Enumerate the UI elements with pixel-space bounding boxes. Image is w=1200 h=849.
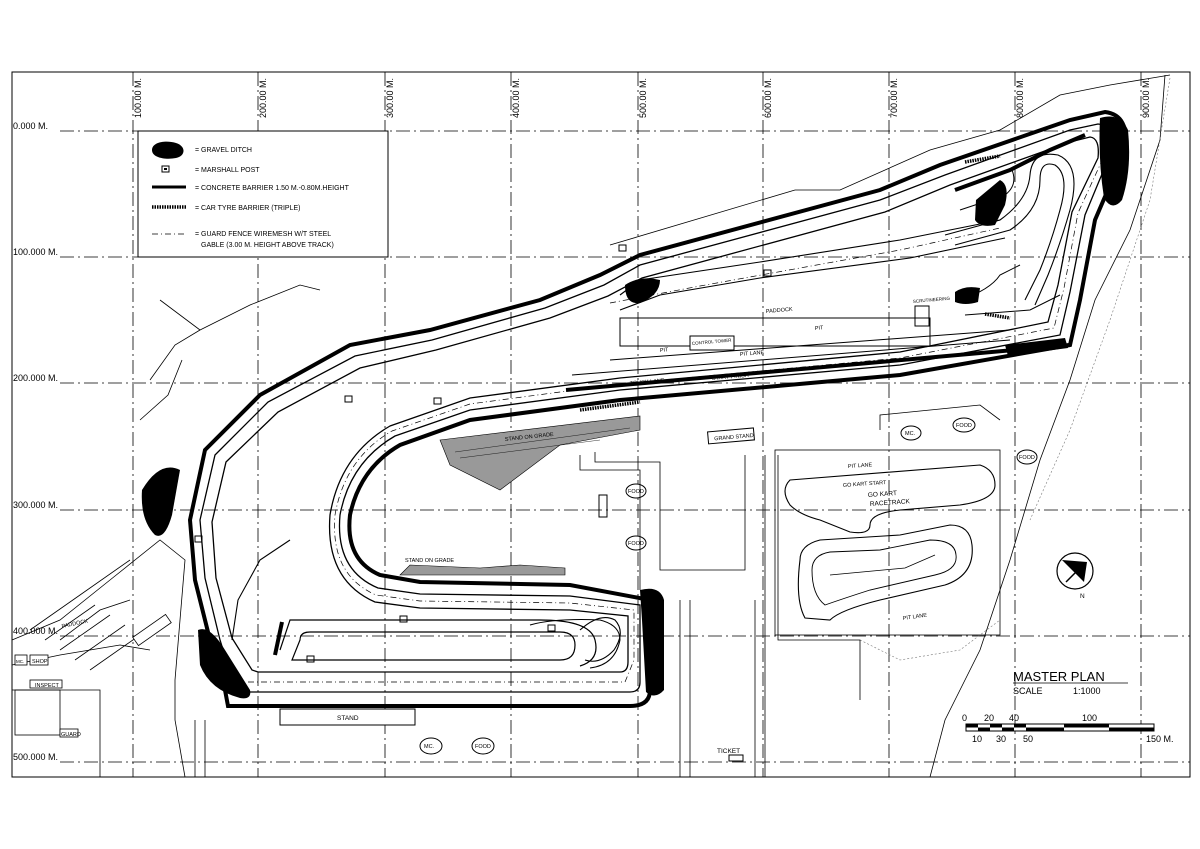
parking-area: PADDOCK SHOP MC. INSPECT GUARD bbox=[11, 539, 186, 778]
label-inspect: INSPECT bbox=[35, 683, 59, 689]
x-label-200: 200.00 M. bbox=[258, 78, 268, 118]
y-axis-labels: 0.000 M. 100.000 M. 200.000 M. 300.000 M… bbox=[13, 121, 58, 762]
scale-value: 1:1000 bbox=[1073, 686, 1101, 696]
label-pit-lane: PIT LANE bbox=[740, 350, 765, 358]
drawing-frame bbox=[11, 71, 1191, 778]
y-label-500: 500.000 M. bbox=[13, 752, 58, 762]
scale-bottom-30: 30 bbox=[996, 734, 1006, 744]
label-racetrack: RACETRACK bbox=[870, 498, 911, 508]
y-label-100: 100.000 M. bbox=[13, 247, 58, 257]
scale-top-40: 40 bbox=[1009, 713, 1019, 723]
gravel-ditch-5 bbox=[141, 467, 180, 536]
x-label-600: 600.00 M. bbox=[763, 78, 773, 118]
y-label-0: 0.000 M. bbox=[13, 121, 48, 131]
label-mc-left: MC. bbox=[16, 659, 24, 664]
tyre-barriers bbox=[146, 154, 1011, 531]
y-label-200: 200.000 M. bbox=[13, 373, 58, 383]
label-stand-on-grade-1: STAND ON GRADE bbox=[505, 432, 555, 443]
label-food-3: FOOD bbox=[628, 489, 644, 495]
label-ticket: TICKET bbox=[717, 748, 740, 755]
gravel-ditch-swatch bbox=[152, 141, 184, 159]
x-label-100: 100.00 M. bbox=[133, 78, 143, 118]
label-go-kart: GO KART bbox=[868, 490, 898, 499]
label-paddock-left: PADDOCK bbox=[61, 618, 89, 630]
gravel-ditch-4 bbox=[955, 287, 980, 304]
marshall-post-swatch bbox=[161, 165, 170, 173]
label-truck-lane: TRUCK LANE bbox=[630, 378, 666, 387]
roads bbox=[59, 404, 1001, 777]
gravel-ditch-1 bbox=[1099, 116, 1130, 206]
top-right-section bbox=[609, 133, 1086, 316]
title-block: MASTER PLAN SCALE 1:1000 bbox=[1013, 669, 1128, 696]
label-pit-1: PIT bbox=[815, 325, 825, 332]
label-control-tower: CONTROL TOWER bbox=[692, 337, 733, 346]
label-mc-1: MC. bbox=[905, 431, 916, 437]
gravel-ditch-3 bbox=[625, 278, 660, 304]
scale-top-100: 100 bbox=[1082, 713, 1097, 723]
x-axis-labels: 100.00 M. 200.00 M. 300.00 M. 400.00 M. … bbox=[133, 78, 1151, 118]
label-stand: STAND bbox=[337, 715, 359, 722]
north-label: N bbox=[1080, 593, 1085, 600]
legend-tyre-barrier: = CAR TYRE BARRIER (TRIPLE) bbox=[195, 205, 300, 212]
scale-label: SCALE bbox=[1013, 686, 1043, 696]
scale-bottom-150: 150 M. bbox=[1146, 734, 1174, 744]
label-stand-on-grade-2: STAND ON GRADE bbox=[405, 558, 454, 564]
legend-marshall-post: = MARSHALL POST bbox=[195, 167, 260, 174]
label-start-finish: START FINISH bbox=[712, 373, 749, 382]
x-label-400: 400.00 M. bbox=[511, 78, 521, 118]
label-paddock-top: PADDOCK bbox=[766, 307, 794, 315]
scale-top-0: 0 bbox=[962, 713, 967, 723]
label-grand-stand: GRAND STAND bbox=[714, 433, 754, 442]
legend-guard-fence-1: = GUARD FENCE WIREMESH W/T STEEL bbox=[195, 231, 331, 238]
legend-guard-fence-2: GABLE (3.00 M. HEIGHT ABOVE TRACK) bbox=[201, 242, 334, 249]
label-mc-2: MC. bbox=[424, 744, 435, 750]
scale-bottom-10: 10 bbox=[972, 734, 982, 744]
marshal-posts bbox=[194, 244, 772, 663]
scale-bottom-50: 50 bbox=[1023, 734, 1033, 744]
north-arrow: N bbox=[1056, 552, 1094, 600]
x-label-500: 500.00 M. bbox=[638, 78, 648, 118]
x-label-800: 800.00 M. bbox=[1015, 78, 1025, 118]
label-go-kart-pit-lane-2: PIT LANE bbox=[902, 613, 927, 622]
scale-top-20: 20 bbox=[984, 713, 994, 723]
pit-complex: PADDOCK PIT PIT PIT LANE CONTROL TOWER S… bbox=[565, 296, 1071, 392]
label-food-2: FOOD bbox=[1019, 455, 1035, 461]
site-boundary bbox=[139, 74, 1171, 778]
gravel-ditches bbox=[141, 116, 1130, 699]
legend-concrete-barrier: = CONCRETE BARRIER 1.50 M.-0.80M.HEIGHT bbox=[195, 185, 350, 192]
title: MASTER PLAN bbox=[1013, 669, 1105, 684]
stands: STAND ON GRADE STAND ON GRADE GRAND STAN… bbox=[279, 415, 755, 726]
go-kart-track: PIT LANE GO KART START GO KART RACETRACK… bbox=[774, 449, 1001, 636]
x-label-300: 300.00 M. bbox=[385, 78, 395, 118]
label-pit-2: PIT bbox=[660, 347, 670, 354]
label-guard: GUARD bbox=[61, 732, 81, 738]
label-food-1: FOOD bbox=[956, 423, 972, 429]
gravel-ditch-7 bbox=[640, 588, 664, 696]
label-scrutineering: SCRUTINEERING bbox=[913, 296, 951, 304]
legend: = GRAVEL DITCH = MARSHALL POST = CONCRET… bbox=[137, 130, 389, 258]
facilities: MC. FOOD FOOD FOOD FOOD MC. FOOD TICKET bbox=[419, 417, 1038, 762]
grand-stand-box bbox=[707, 427, 755, 445]
legend-gravel-ditch: = GRAVEL DITCH bbox=[195, 147, 252, 154]
label-shop: SHOP bbox=[32, 659, 48, 665]
label-food-5: FOOD bbox=[475, 744, 491, 750]
label-go-kart-start: GO KART START bbox=[843, 480, 888, 489]
y-label-400: 400.000 M. bbox=[13, 626, 58, 636]
x-label-700: 700.00 M. bbox=[889, 78, 899, 118]
scale-bar: 0 20 40 100 10 30 50 150 M. bbox=[962, 713, 1174, 744]
gravel-ditch-2 bbox=[975, 180, 1007, 226]
gravel-ditch-6 bbox=[198, 629, 251, 699]
grid-horizontal bbox=[60, 130, 1190, 763]
label-go-kart-pit-lane-1: PIT LANE bbox=[848, 462, 873, 470]
main-stand-box bbox=[279, 708, 416, 726]
label-food-4: FOOD bbox=[628, 541, 644, 547]
x-label-900: 900.00 M. bbox=[1141, 78, 1151, 118]
y-label-300: 300.000 M. bbox=[13, 500, 58, 510]
